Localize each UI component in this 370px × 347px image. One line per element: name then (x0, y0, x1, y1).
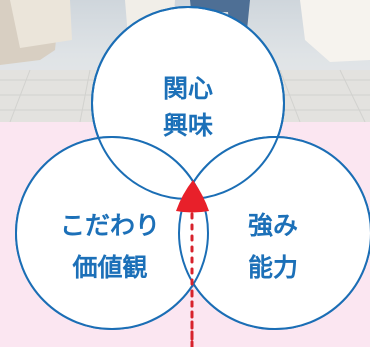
top-circle-label-line2: 興味 (163, 111, 213, 140)
circle-left-outline (15, 136, 209, 330)
right-circle-label-line2: 能力 (248, 253, 298, 282)
circle-right-fill (179, 137, 370, 329)
top-circle-label-line1: 関心 (163, 74, 213, 103)
circle-left-fill (16, 137, 208, 329)
right-circle-label-line1: 強み (248, 211, 298, 240)
left-circle-label-line1: こだわり (60, 211, 160, 240)
left-circle-label-line2: 価値観 (71, 253, 147, 282)
circle-right-outline (178, 136, 370, 330)
center-intersection (176, 180, 209, 213)
